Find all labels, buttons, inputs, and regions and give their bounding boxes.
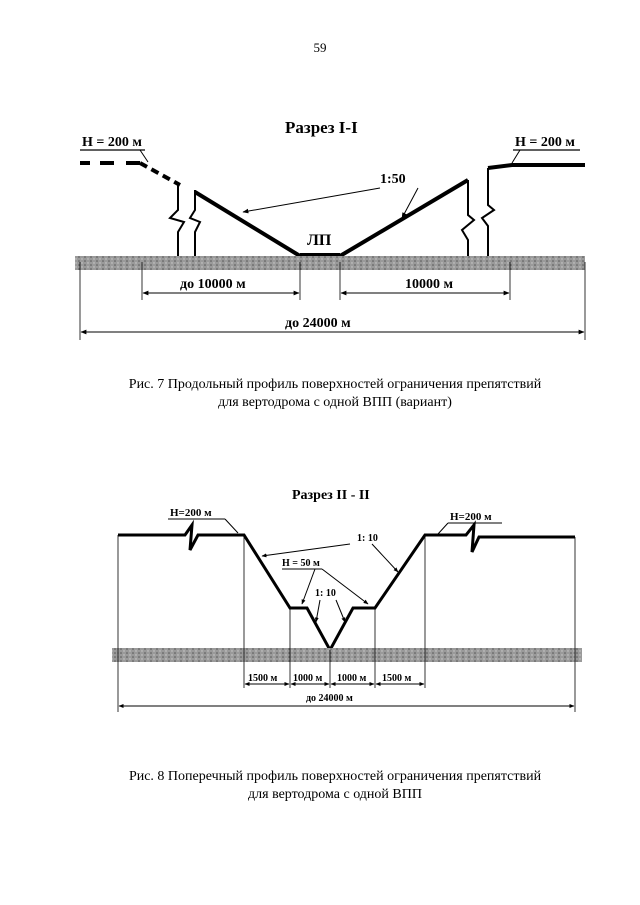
- page-number: 59: [313, 40, 327, 55]
- dimension-total-label: до 24000 м: [285, 316, 351, 331]
- dimension-2-label: 1000 м: [293, 673, 323, 684]
- dimension-3-label: 1000 м: [337, 673, 367, 684]
- section-title: Разрез I-I: [285, 118, 358, 137]
- figure-8-transverse-profile: Разрез II - II Н=200 м Н=200 м 1: 10 Н =…: [112, 488, 582, 712]
- figure-7-caption-line-2: для вертодрома с одной ВПП (вариант): [218, 395, 452, 410]
- ground-surface: [75, 256, 585, 270]
- height-mid-leader-right: [321, 568, 369, 605]
- slope-outer-leader-right: [371, 543, 399, 573]
- section-title: Разрез II - II: [292, 488, 370, 503]
- break-line-left-inner: [188, 190, 202, 262]
- figure-8-caption-line-2: для вертодрома с одной ВПП: [248, 787, 422, 802]
- height-label-right: Н=200 м: [450, 511, 492, 523]
- dimension-4-label: 1500 м: [382, 673, 412, 684]
- slope-leader-right: [401, 187, 419, 219]
- upper-surface-left-descent: [139, 161, 181, 187]
- slope-outer-label: 1: 10: [357, 533, 378, 544]
- break-line-right-inner: [460, 180, 476, 262]
- height-label-left: Н=200 м: [170, 507, 212, 519]
- height-label-right-leader: [437, 522, 449, 535]
- height-label-right-leader: [511, 149, 521, 164]
- slope-outer-leader-left: [261, 543, 351, 558]
- slope-inner-label: 1: 10: [315, 588, 336, 599]
- approach-surface-left: [193, 190, 302, 258]
- height-label-right: Н = 200 м: [515, 135, 575, 150]
- height-label-left: Н = 200 м: [82, 135, 142, 150]
- dimension-right-label: 10000 м: [405, 277, 454, 292]
- slope-inner-leader-left: [314, 599, 321, 623]
- runway-label: ЛП: [307, 232, 332, 249]
- dimension-total-label: до 24000 м: [306, 693, 353, 704]
- upper-surface-right: [487, 163, 585, 170]
- height-label-left-leader: [224, 518, 239, 534]
- slope-inner-leader-right: [335, 599, 346, 623]
- figure-7-caption-line-1: Рис. 7 Продольный профиль поверхностей о…: [128, 377, 542, 392]
- ground-surface: [112, 648, 582, 662]
- figure-8-caption: Рис. 8 Поперечный профиль поверхностей о…: [40, 768, 630, 804]
- dimension-left-label: до 10000 м: [180, 277, 246, 292]
- slope-label: 1:50: [380, 172, 406, 187]
- figure-7-longitudinal-profile: Разрез I-I Н = 200 м Н = 200 м 1:50 ЛП д…: [75, 118, 586, 340]
- height-mid-label: Н = 50 м: [282, 558, 320, 569]
- slope-leader-left: [242, 187, 381, 214]
- figure-7-caption: Рис. 7 Продольный профиль поверхностей о…: [40, 376, 630, 412]
- height-label-left-leader: [139, 149, 149, 163]
- figure-8-caption-line-1: Рис. 8 Поперечный профиль поверхностей о…: [128, 769, 542, 784]
- height-mid-leader-left: [301, 568, 316, 605]
- dimension-1-label: 1500 м: [248, 673, 278, 684]
- break-line-right-outer: [480, 168, 496, 262]
- break-line-left-outer: [168, 185, 186, 262]
